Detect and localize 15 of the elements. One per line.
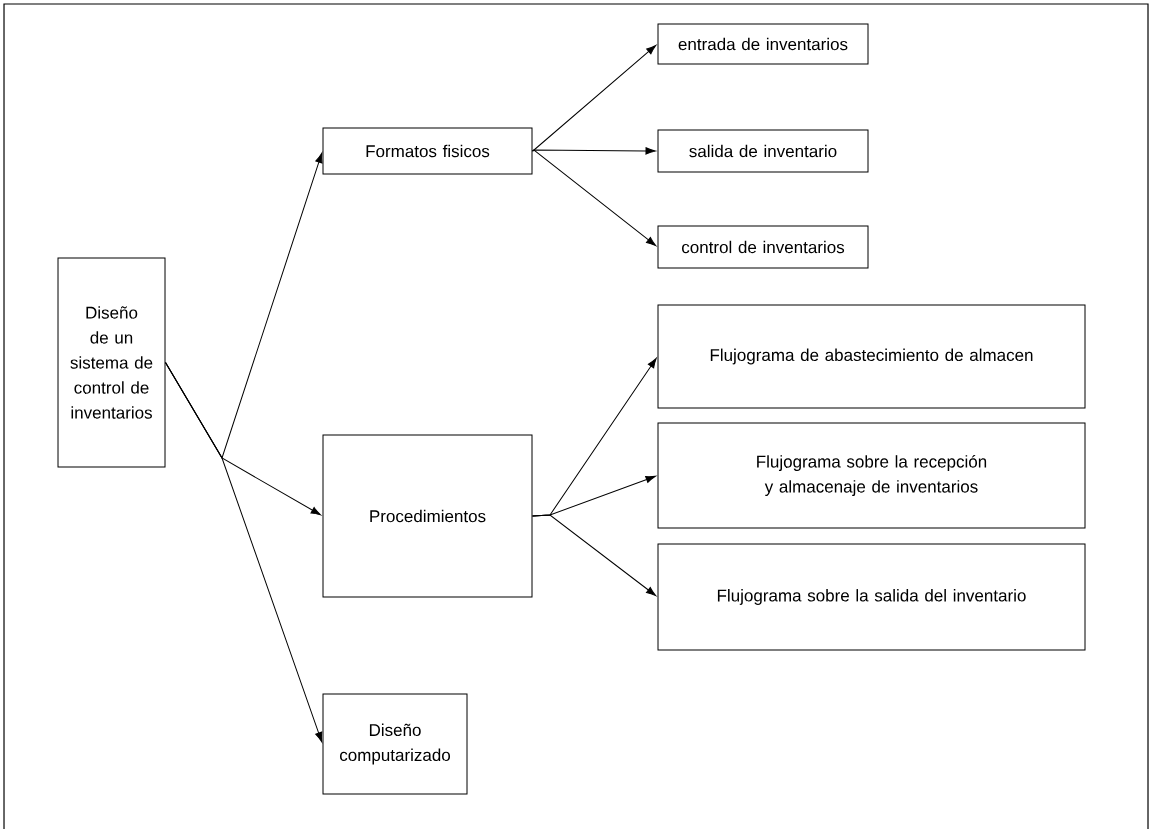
- arrow: [532, 149, 657, 247]
- arrow: [532, 45, 657, 152]
- text-box: Procedimientos: [322, 434, 533, 598]
- text-box: Formatos fisicos: [322, 127, 533, 175]
- text-box: salida de inventario: [657, 129, 869, 173]
- text-box: entrada de inventarios: [657, 23, 869, 65]
- text-box: control de inventarios: [657, 225, 869, 269]
- text-box: Diseño de un sistema de control de inventarios: [57, 257, 166, 468]
- arrow: [532, 147, 656, 155]
- text-box: Flujograma sobre la recepción y almacenaje de inventarios: [657, 422, 1086, 529]
- text-box: Flujograma sobre la salida del inventario: [657, 543, 1086, 651]
- text-box: Flujograma de abastecimiento de almacen: [657, 304, 1086, 409]
- text-box: Diseño computarizado: [322, 693, 468, 795]
- arrow: [165, 362, 323, 743]
- arrow: [532, 514, 657, 597]
